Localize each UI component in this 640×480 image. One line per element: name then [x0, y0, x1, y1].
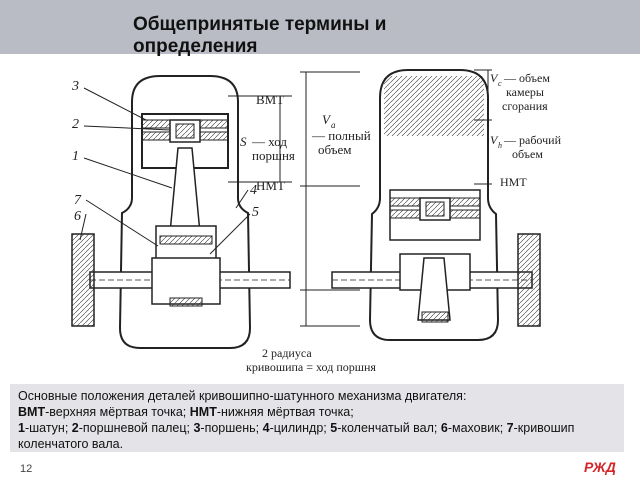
label-va-1: — полный	[311, 128, 371, 143]
caption-k5: 5	[330, 421, 338, 435]
caption-k7: 7	[506, 421, 514, 435]
engine-diagram: 3 2 1 4 5 7 6 ВМТ S — ход поршня НМТ V a…	[71, 69, 562, 374]
label-radius-2: кривошипа = ход поршня	[246, 360, 376, 374]
label-7: 7	[74, 193, 82, 208]
rzd-logo: РЖД	[584, 459, 616, 475]
rzd-logo-text: РЖД	[584, 459, 616, 475]
page-title: Общепринятые термины и определения	[133, 14, 387, 57]
label-nmt-left: НМТ	[256, 178, 285, 193]
caption-d6: -маховик;	[447, 421, 504, 435]
caption-d7: -кривошип коленчатого вала.	[18, 421, 575, 451]
label-vh-2: объем	[512, 147, 543, 161]
label-2: 2	[72, 117, 79, 132]
caption-d1: -шатун;	[24, 421, 69, 435]
label-va-symbol: V	[322, 112, 332, 127]
caption-k3: 3	[193, 421, 201, 435]
left-cylinder-outline	[118, 75, 252, 349]
label-6: 6	[74, 209, 81, 224]
caption-d2: -поршневой палец;	[78, 421, 190, 435]
label-vc-2: камеры	[506, 85, 544, 99]
header-bar	[0, 0, 640, 54]
label-va-2: объем	[318, 142, 352, 157]
caption-d3: -поршень;	[200, 421, 260, 435]
label-stroke-1: — ход	[251, 134, 287, 149]
caption-nmt: НМТ	[189, 405, 217, 419]
label-nmt-right: НМТ	[500, 175, 527, 189]
caption-line-3: 1-шатун; 2-поршневой палец; 3-поршень; 4…	[18, 420, 616, 452]
caption-d5: -коленчатый вал;	[337, 421, 438, 435]
caption-d4: -цилиндр;	[269, 421, 327, 435]
label-radius-1: 2 радиуса	[262, 346, 312, 360]
label-4: 4	[250, 183, 257, 198]
caption-k1: 1	[18, 421, 25, 435]
caption-k6: 6	[440, 421, 448, 435]
caption-box: Основные положения деталей кривошипно-ша…	[10, 384, 624, 452]
label-vc-1: — объем	[503, 71, 550, 85]
left-flywheel	[71, 233, 95, 327]
label-5: 5	[252, 205, 259, 220]
caption-line-2: ВМТ-верхняя мёртвая точка; НМТ-нижняя мё…	[18, 404, 616, 420]
right-cylinder-outline	[368, 69, 500, 341]
caption-vmt-def: -верхняя мёртвая точка;	[45, 405, 187, 419]
label-vh-sub: h	[498, 141, 502, 150]
caption-k4: 4	[262, 421, 270, 435]
page-number: 12	[20, 463, 33, 475]
label-vc-symbol: V	[490, 71, 499, 85]
label-va-sub: a	[331, 120, 336, 130]
label-stroke-2: поршня	[252, 148, 295, 163]
label-vc-sub: c	[498, 79, 502, 88]
left-engine	[89, 75, 291, 349]
label-vc-3: сгорания	[502, 99, 548, 113]
label-vh-symbol: V	[490, 133, 499, 147]
caption-line-1: Основные положения деталей кривошипно-ша…	[18, 389, 467, 403]
caption-nmt-def: -нижняя мёртвая точка;	[216, 405, 354, 419]
caption-k2: 2	[71, 421, 79, 435]
label-vmt: ВМТ	[256, 92, 284, 107]
right-flywheel	[517, 233, 541, 327]
caption-vmt: ВМТ	[18, 405, 46, 419]
label-1: 1	[72, 149, 79, 164]
label-s-symbol: S	[240, 134, 247, 149]
label-3: 3	[71, 79, 79, 94]
label-vh-1: — рабочий	[503, 133, 562, 147]
